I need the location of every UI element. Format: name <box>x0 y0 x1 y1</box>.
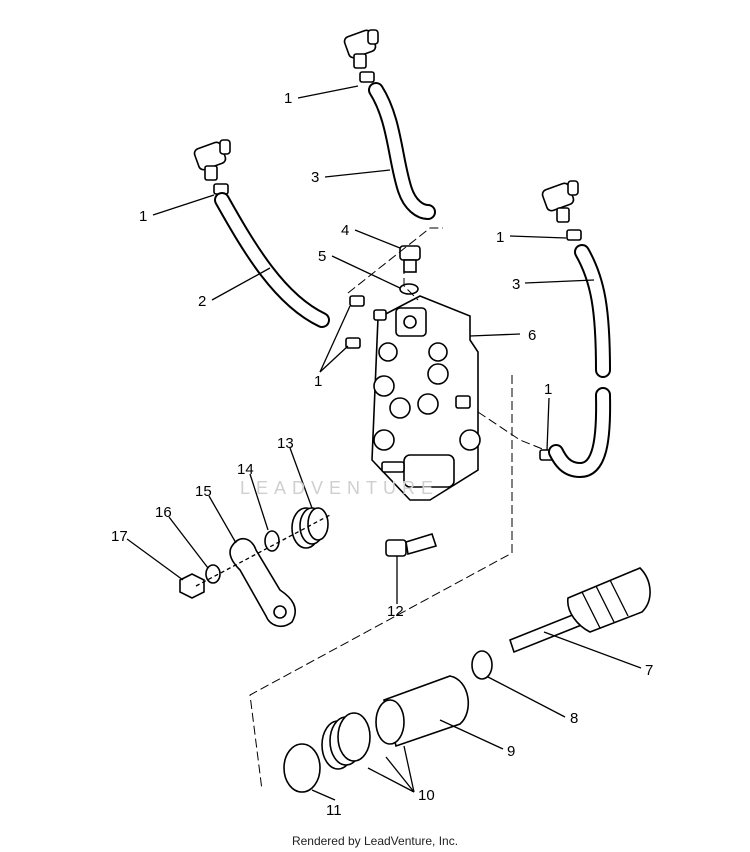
callout-1: 1 <box>314 373 322 390</box>
washer-14 <box>264 530 280 552</box>
callout-11: 11 <box>326 802 342 819</box>
hose-3-center <box>368 82 436 220</box>
ring-11 <box>283 743 321 793</box>
callout-14: 14 <box>237 461 254 478</box>
callout-15: 15 <box>195 483 212 500</box>
callout-12: 12 <box>387 603 404 620</box>
callout-8: 8 <box>570 710 578 727</box>
washer-8 <box>471 650 493 680</box>
watermark: LEADVENTURE <box>240 478 440 498</box>
bolt-12 <box>385 533 438 557</box>
callout-7: 7 <box>645 662 653 679</box>
callout-6: 6 <box>528 327 536 344</box>
washer-5 <box>399 283 419 295</box>
callout-2: 2 <box>198 293 206 310</box>
callout-5: 5 <box>318 248 326 265</box>
assembly-boundary <box>249 227 546 791</box>
drive-gear-7 <box>509 567 651 654</box>
fitting-top-center <box>343 29 379 69</box>
spring-10 <box>321 712 371 770</box>
fitting-top-left <box>193 139 231 181</box>
callout-3: 3 <box>311 169 319 186</box>
callout-4: 4 <box>341 222 349 239</box>
callout-10: 10 <box>418 787 435 804</box>
callout-9: 9 <box>507 743 515 760</box>
hose-2 <box>214 192 330 328</box>
fitting-top-right <box>541 180 579 223</box>
footer-credit: Rendered by LeadVenture, Inc. <box>291 834 459 848</box>
callout-1: 1 <box>496 229 504 246</box>
clamp-icon <box>213 71 582 461</box>
callouts: 1 3 1 4 1 5 3 2 6 1 1 13 14 15 16 17 12 … <box>111 90 653 819</box>
callout-16: 16 <box>155 504 172 521</box>
callout-3: 3 <box>512 276 520 293</box>
callout-1: 1 <box>139 208 147 225</box>
callout-1: 1 <box>284 90 292 107</box>
spring-13 <box>291 507 329 549</box>
oil-pump-body <box>371 295 481 501</box>
callout-1: 1 <box>544 381 552 398</box>
lever-15 <box>229 538 296 628</box>
leader-lines <box>126 85 642 801</box>
sleeve-9 <box>375 675 469 748</box>
nut-17 <box>179 573 205 599</box>
callout-17: 17 <box>111 528 128 545</box>
hose-3-right <box>548 244 612 479</box>
callout-13: 13 <box>277 435 294 452</box>
